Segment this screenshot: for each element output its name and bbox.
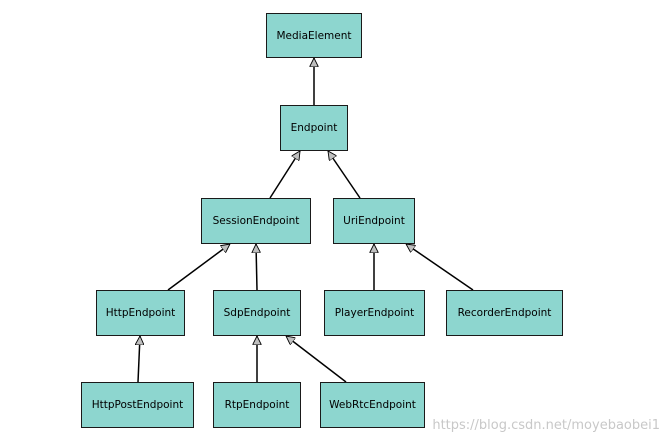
node-http-endpoint: HttpEndpoint: [96, 290, 185, 336]
edge-httppostendpoint-to-httpendpoint: [138, 336, 140, 383]
node-player-endpoint: PlayerEndpoint: [324, 290, 425, 336]
node-sdp-endpoint: SdpEndpoint: [213, 290, 301, 336]
node-rtp-endpoint: RtpEndpoint: [213, 382, 301, 428]
node-session-endpoint: SessionEndpoint: [201, 198, 311, 244]
node-webrtc-endpoint: WebRtcEndpoint: [320, 382, 425, 428]
edge-sessionendpoint-to-endpoint: [269, 151, 301, 199]
edge-sdpendpoint-to-sessionendpoint: [256, 244, 257, 291]
edge-recorderendpoint-to-uriendpoint: [406, 243, 474, 291]
node-http-post-endpoint: HttpPostEndpoint: [81, 382, 194, 428]
watermark-text: https://blog.csdn.net/moyebaobei1: [432, 418, 660, 433]
node-media-element: MediaElement: [266, 13, 362, 58]
node-recorder-endpoint: RecorderEndpoint: [446, 290, 563, 336]
node-uri-endpoint: UriEndpoint: [333, 198, 415, 244]
node-endpoint: Endpoint: [280, 105, 348, 151]
edge-httpendpoint-to-sessionendpoint: [167, 243, 230, 291]
edge-uriendpoint-to-endpoint: [327, 151, 361, 199]
edge-webrtcendpoint-to-sdpendpoint: [286, 336, 347, 383]
